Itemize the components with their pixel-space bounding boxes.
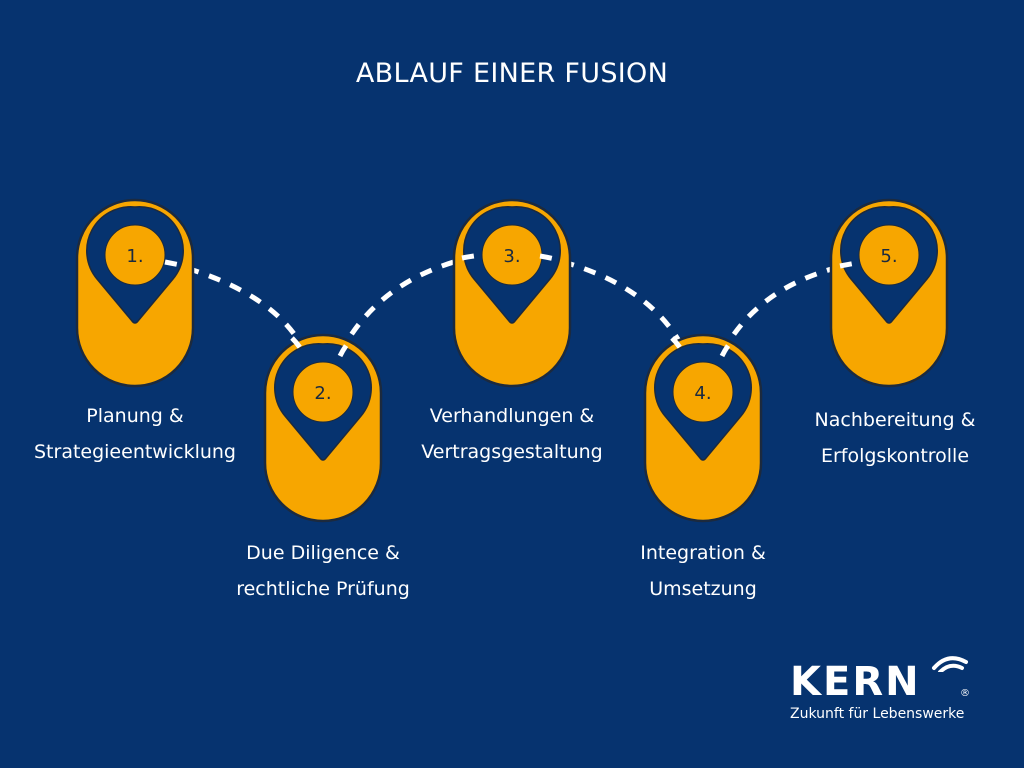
signal-arcs-icon: [932, 656, 968, 672]
step-1-label: Planung & Strategieentwicklung: [34, 398, 236, 470]
step-5-marker: 5.: [829, 198, 949, 388]
step-2-label-line1: Due Diligence &: [246, 542, 400, 564]
step-2-label: Due Diligence & rechtliche Prüfung: [236, 535, 410, 607]
step-4-number: 4.: [694, 383, 711, 404]
step-5-label-line2: Erfolgskontrolle: [820, 445, 970, 467]
registered-mark: ®: [960, 688, 970, 699]
step-4-label: Integration & Umsetzung: [640, 535, 766, 607]
step-1-marker: 1.: [75, 198, 195, 388]
connector-overlays: [164, 252, 863, 358]
step-3-label: Verhandlungen & Vertragsgestaltung: [421, 398, 603, 470]
step-3-number: 3.: [503, 246, 520, 267]
logo-wordmark: KERN: [790, 659, 921, 705]
step-4-label-line1: Integration &: [640, 542, 766, 564]
step-5-number: 5.: [880, 246, 897, 267]
kern-logo: KERN ® Zukunft für Lebenswerke: [790, 650, 990, 730]
step-4-marker: 4.: [643, 333, 763, 523]
logo-tagline: Zukunft für Lebenswerke: [790, 706, 965, 722]
step-1-number: 1.: [126, 246, 143, 267]
step-1-label-line2: Strategieentwicklung: [33, 441, 237, 463]
diagram-title: ABLAUF EINER FUSION: [355, 58, 669, 89]
step-1-label-line1: Planung &: [86, 405, 184, 427]
step-2-number: 2.: [314, 383, 331, 404]
step-5-label-line1: Nachbereitung &: [814, 409, 976, 431]
step-5-label: Nachbereitung & Erfolgskontrolle: [815, 402, 976, 474]
step-2-marker: 2.: [263, 333, 383, 523]
step-3-label-line1: Verhandlungen &: [429, 405, 595, 427]
step-2-label-line2: rechtliche Prüfung: [236, 578, 410, 600]
step-3-marker: 3.: [452, 198, 572, 388]
step-4-label-line2: Umsetzung: [649, 578, 757, 600]
step-3-label-line2: Vertragsgestaltung: [421, 441, 603, 463]
